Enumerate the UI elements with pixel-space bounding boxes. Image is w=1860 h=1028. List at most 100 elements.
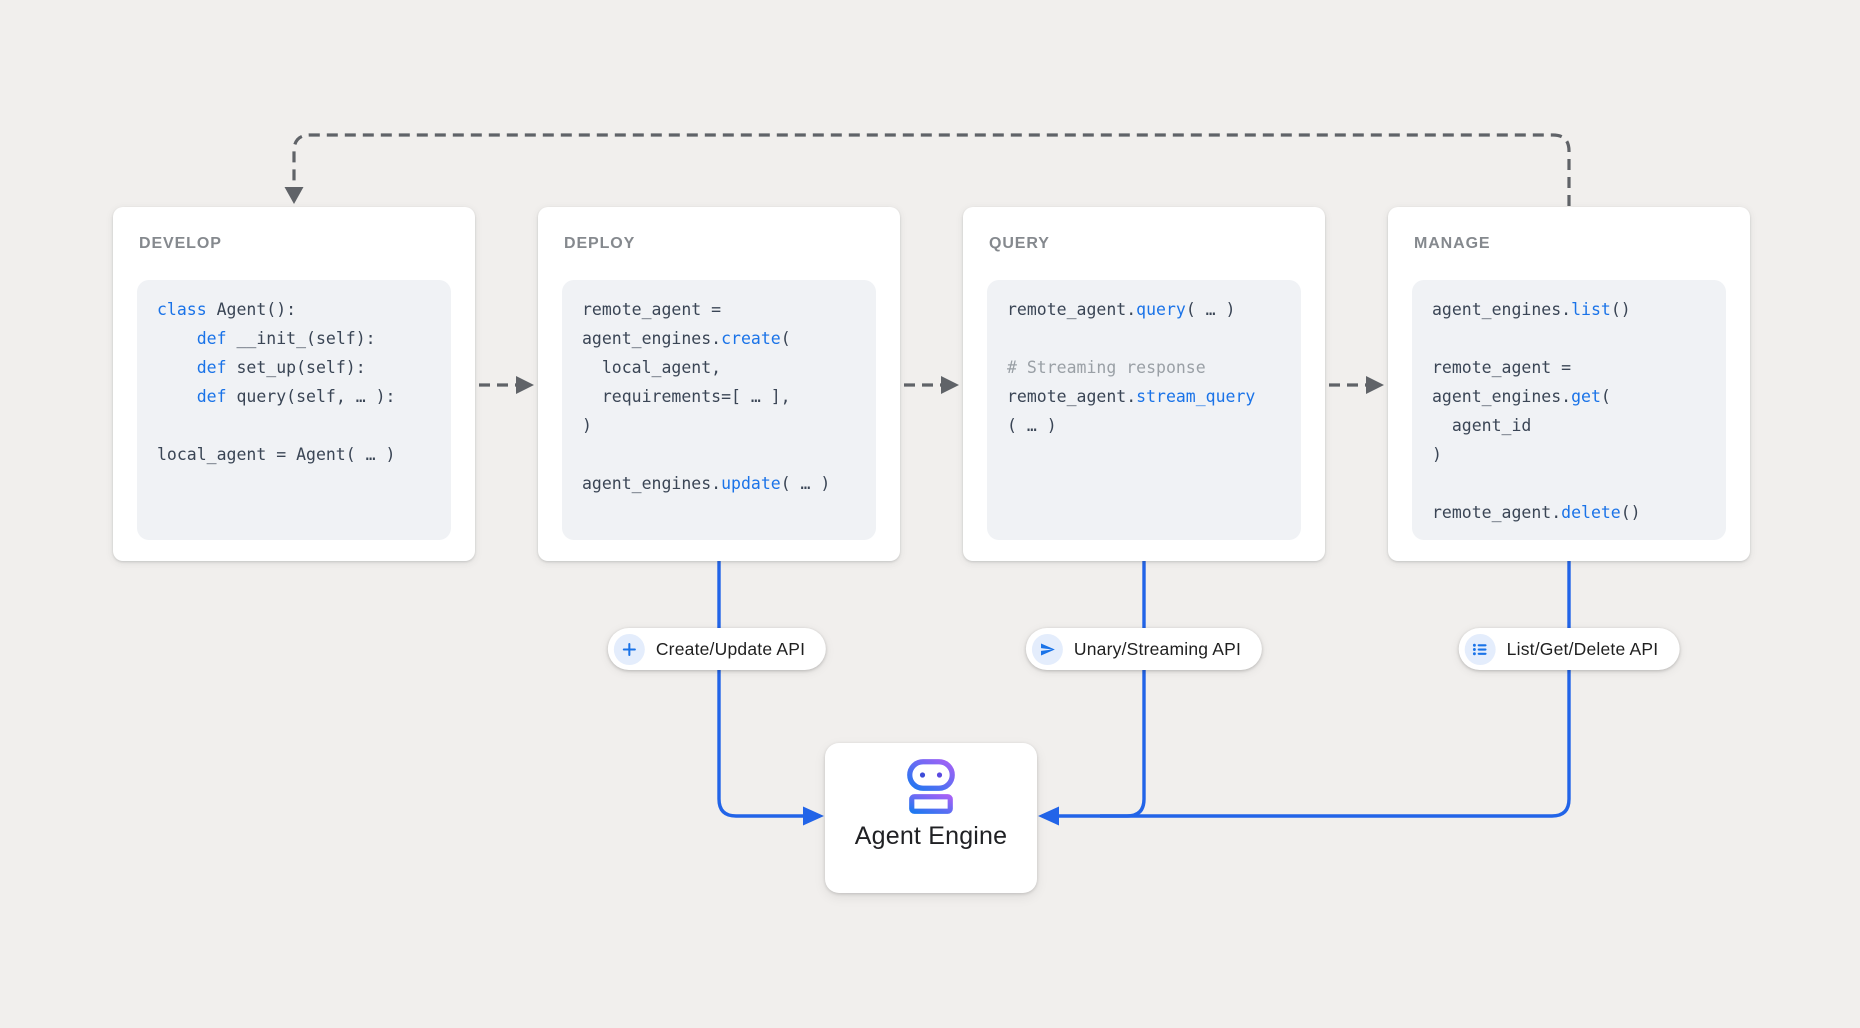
- code-token: update: [721, 474, 781, 493]
- list-icon: [1472, 643, 1487, 655]
- code-token: local_agent,: [582, 358, 722, 377]
- code-token: agent_engines.: [1432, 300, 1572, 319]
- code-line: remote_agent =: [582, 295, 876, 324]
- code-token: [157, 387, 197, 406]
- code-line: [1432, 324, 1726, 353]
- code-token: remote_agent.: [1007, 387, 1137, 406]
- code-token: query(self, … ):: [226, 387, 396, 406]
- code-line: agent_engines.update( … ): [582, 469, 876, 498]
- pill-label: Unary/Streaming API: [1073, 638, 1242, 659]
- card-title-develop: DEVELOP: [139, 235, 222, 252]
- code-token: (: [780, 329, 791, 348]
- code-token: def: [196, 387, 227, 406]
- code-token: [157, 358, 197, 377]
- code-line: requirements=[ … ],: [582, 382, 876, 411]
- robot-icon: [907, 759, 955, 814]
- code-token: remote_agent =: [582, 300, 722, 319]
- card-manage: MANAGE agent_engines.list() remote_agent…: [1388, 207, 1750, 561]
- card-develop: DEVELOP class Agent(): def __init_(self)…: [113, 207, 475, 561]
- code-token: list: [1571, 300, 1611, 319]
- code-token: ( … ): [780, 474, 831, 493]
- card-title-manage: MANAGE: [1414, 235, 1491, 252]
- loop-dashed-line: [292, 133, 1571, 206]
- code-line: def __init_(self):: [157, 324, 451, 353]
- arrowhead-engine-right-icon: [1038, 806, 1059, 826]
- pill-label: Create/Update API: [655, 638, 806, 659]
- agent-engine-label: Agent Engine: [854, 822, 1008, 850]
- connector-deploy-to-engine: [717, 561, 803, 818]
- code-token: requirements=[ … ],: [582, 387, 791, 406]
- send-icon: [1041, 642, 1055, 656]
- code-block-manage: agent_engines.list() remote_agent =agent…: [1412, 280, 1726, 540]
- pill-icon-circle: [1464, 633, 1496, 665]
- code-block-query: remote_agent.query( … ) # Streaming resp…: [987, 280, 1301, 540]
- code-line: class Agent():: [157, 295, 451, 324]
- code-line: agent_id: [1432, 411, 1726, 440]
- code-token: local_agent = Agent( … ): [157, 445, 396, 464]
- code-line: ): [1432, 440, 1726, 469]
- connector-manage-to-engine: [1059, 561, 1571, 818]
- code-line: [1432, 469, 1726, 498]
- loop-arrowhead-icon: [284, 187, 304, 204]
- pill-label: List/Get/Delete API: [1506, 638, 1659, 659]
- code-line: local_agent = Agent( … ): [157, 440, 451, 469]
- code-token: def: [196, 358, 227, 377]
- pill-unary-streaming-api: Unary/Streaming API: [1025, 628, 1263, 670]
- code-token: agent_engines.: [582, 474, 722, 493]
- code-token: remote_agent.: [1007, 300, 1137, 319]
- pill-icon-circle: [1031, 633, 1063, 665]
- card-title-deploy: DEPLOY: [564, 235, 636, 252]
- code-token: get: [1571, 387, 1601, 406]
- code-token: (): [1620, 503, 1641, 522]
- code-token: ): [582, 416, 592, 435]
- code-line: agent_engines.get(: [1432, 382, 1726, 411]
- code-token: agent_engines.: [1432, 387, 1572, 406]
- arrowhead-deploy-to-query-icon: [941, 376, 959, 394]
- code-line: ( … ): [1007, 411, 1301, 440]
- code-token: remote_agent =: [1432, 358, 1572, 377]
- code-token: remote_agent.: [1432, 503, 1562, 522]
- code-token: [157, 329, 197, 348]
- card-deploy: DEPLOY remote_agent =agent_engines.creat…: [538, 207, 900, 561]
- code-token: query: [1136, 300, 1186, 319]
- arrowhead-query-to-manage-icon: [1366, 376, 1384, 394]
- code-block-develop: class Agent(): def __init_(self): def se…: [137, 280, 451, 540]
- code-token: ( … ): [1185, 300, 1236, 319]
- card-title-query: QUERY: [989, 235, 1050, 252]
- arrowhead-develop-to-deploy-icon: [516, 376, 534, 394]
- code-line: ): [582, 411, 876, 440]
- code-token: set_up(self):: [226, 358, 366, 377]
- arrowhead-engine-left-icon: [803, 806, 824, 826]
- code-line: remote_agent.delete(): [1432, 498, 1726, 527]
- plus-icon: [622, 642, 636, 656]
- code-token: stream_query: [1136, 387, 1256, 406]
- code-line: remote_agent.query( … ): [1007, 295, 1301, 324]
- card-query: QUERY remote_agent.query( … ) # Streamin…: [963, 207, 1325, 561]
- code-token: (: [1600, 387, 1611, 406]
- code-token: ): [1432, 445, 1442, 464]
- code-token: ( … ): [1007, 416, 1057, 435]
- code-line: def query(self, … ):: [157, 382, 451, 411]
- code-token: (): [1610, 300, 1631, 319]
- code-line: remote_agent.stream_query: [1007, 382, 1301, 411]
- code-line: agent_engines.create(: [582, 324, 876, 353]
- code-token: # Streaming response: [1007, 358, 1206, 377]
- pill-create-update-api: Create/Update API: [607, 628, 827, 670]
- agent-engine-node: Agent Engine: [825, 743, 1037, 893]
- code-line: [1007, 324, 1301, 353]
- code-line: remote_agent =: [1432, 353, 1726, 382]
- code-token: agent_id: [1432, 416, 1532, 435]
- code-token: create: [721, 329, 781, 348]
- code-token: def: [196, 329, 227, 348]
- pill-icon-circle: [613, 633, 645, 665]
- code-token: delete: [1561, 503, 1621, 522]
- pill-list-get-delete-api: List/Get/Delete API: [1458, 628, 1680, 670]
- code-token: class: [157, 300, 207, 319]
- code-line: [582, 440, 876, 469]
- connector-query-to-engine: [1100, 561, 1146, 818]
- code-line: local_agent,: [582, 353, 876, 382]
- code-token: Agent():: [206, 300, 297, 319]
- code-token: agent_engines.: [582, 329, 722, 348]
- code-line: # Streaming response: [1007, 353, 1301, 382]
